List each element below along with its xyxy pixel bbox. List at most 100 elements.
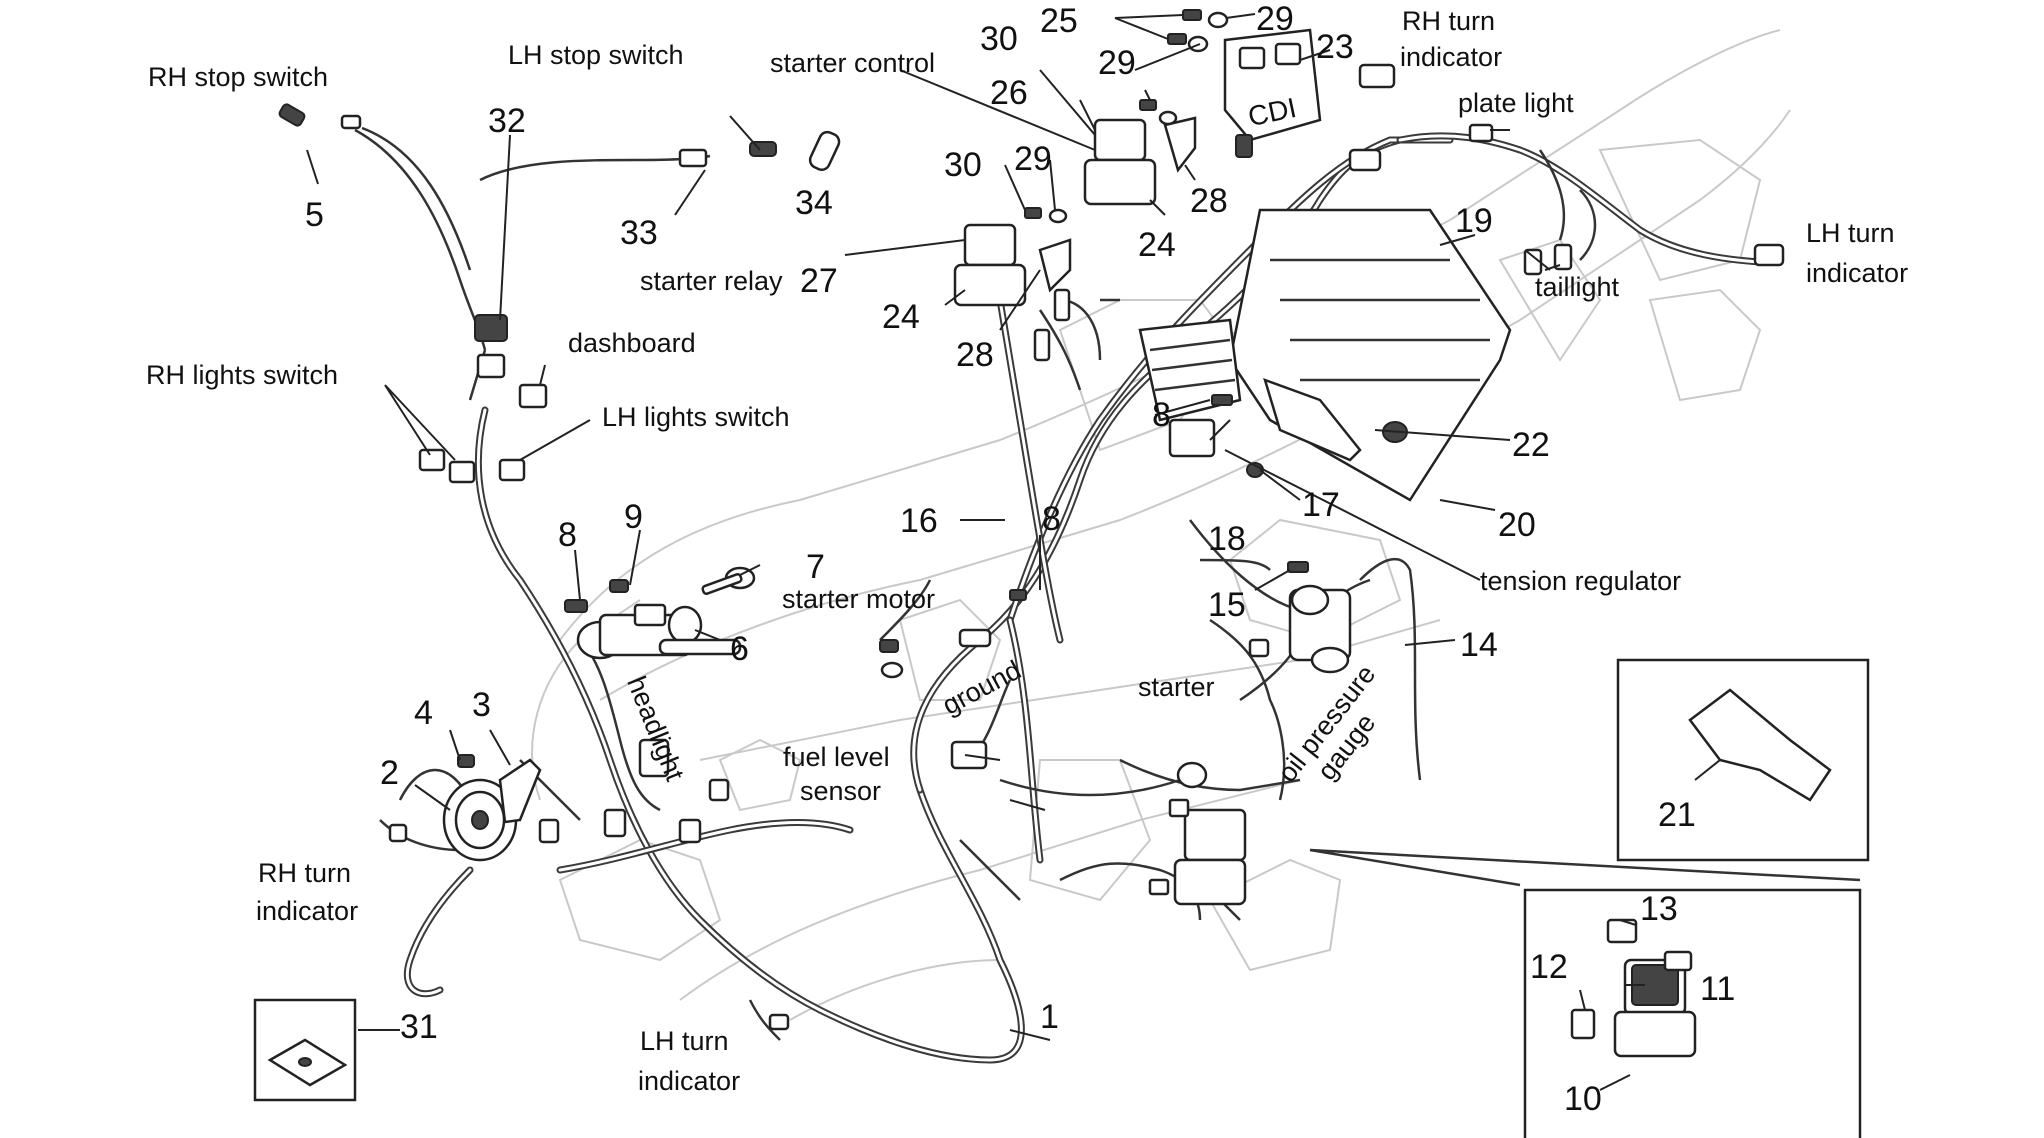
screw-8-right: [1211, 394, 1233, 406]
label-fuel-level-2: sensor: [800, 776, 881, 806]
part-number: 21: [1658, 796, 1696, 834]
label-front-rh-turn-2: indicator: [256, 896, 358, 926]
part-number: 8: [1042, 500, 1061, 538]
screw-30-upper: [1139, 99, 1157, 111]
label-lh-stop-switch: LH stop switch: [508, 40, 684, 70]
connector-lh-lights: [498, 458, 526, 482]
label-headlight: headlight: [621, 672, 690, 785]
frame-outline: [531, 29, 1791, 1021]
horn-screw-part: [457, 754, 475, 768]
fuse-relay-inset-part: [1570, 918, 1697, 1058]
label-plate-light: plate light: [1458, 88, 1574, 118]
screw-15: [1287, 561, 1309, 573]
headlight-plug-c: [708, 778, 730, 802]
part-number: 30: [944, 146, 982, 184]
part-number: 34: [795, 184, 833, 222]
battery-tray-part: [1228, 208, 1512, 502]
screw-9: [609, 579, 629, 593]
part-number: 17: [1302, 486, 1340, 524]
washer-29-top: [1207, 11, 1229, 29]
label-taillight: taillight: [1535, 272, 1620, 302]
lh-stop-switch-part: [678, 141, 777, 168]
label-starter-control: starter control: [770, 48, 935, 78]
relay-bracket-28-lower: [1038, 238, 1072, 293]
part-number: 15: [1208, 586, 1246, 624]
part-number: 2: [380, 754, 399, 792]
relay-bracket-28-upper: [1163, 116, 1197, 173]
fuse-relay-frame-bottom: [1173, 858, 1247, 906]
wiring: [354, 126, 1861, 1102]
main-harness: [403, 132, 1764, 1064]
leader-lines: [306, 13, 1721, 1091]
part-number: 31: [400, 1008, 438, 1046]
screw-25-a: [1182, 9, 1202, 21]
headlight-plug-b: [678, 818, 702, 844]
part-number: 33: [620, 214, 658, 252]
screw-8-ground: [1009, 589, 1027, 601]
part-number: 20: [1498, 506, 1536, 544]
part-number: 19: [1455, 202, 1493, 240]
rh-stop-switch-part: [278, 103, 362, 130]
horn-bracket-part: [498, 758, 542, 824]
ignition-switch-part: [576, 603, 742, 660]
relay-lead-16: [1033, 328, 1051, 362]
connector-rh-lights-b: [448, 460, 476, 484]
rear-lh-indicator-connector: [1753, 243, 1785, 267]
part-number: 7: [806, 548, 825, 586]
label-rear-lh-turn-1: LH turn: [1806, 218, 1895, 248]
parts: CDI: [253, 9, 1870, 1138]
part-number: 30: [980, 20, 1018, 58]
rear-rh-indicator-connector: [1358, 63, 1396, 89]
fuse-relay-frame-top: [1183, 808, 1247, 862]
part-number: 1: [1040, 998, 1059, 1036]
screw-25-b: [1167, 33, 1187, 45]
label-front-rh-turn-1: RH turn: [258, 858, 351, 888]
part-number: 3: [472, 686, 491, 724]
washer-29-mid: [1158, 110, 1178, 126]
part-number: 9: [624, 498, 643, 536]
label-dashboard: dashboard: [568, 328, 696, 358]
washer-29-lower: [1048, 208, 1068, 224]
screw-30-lower: [1024, 207, 1042, 219]
part-number: 10: [1564, 1080, 1602, 1118]
starter-control-part: [1083, 118, 1157, 206]
part-number: 8: [1152, 396, 1171, 434]
part-numbers: 1 2 3 4 5 6 7 8 8 8 9 10 11 12 13 14 15 …: [305, 0, 1735, 1118]
part-number: 6: [730, 630, 749, 668]
key-part: [701, 566, 756, 596]
part-number: 25: [1040, 2, 1078, 40]
plate-light-connector: [1468, 123, 1494, 143]
fuse-frame-a: [1168, 798, 1190, 818]
connector-dashboard-a: [476, 353, 506, 379]
horn-plug: [538, 818, 560, 844]
rh-front-indicator-plug: [388, 823, 408, 843]
starter-motor-washer: [880, 661, 904, 679]
part-number: 32: [488, 102, 526, 140]
part-number: 29: [1014, 140, 1052, 178]
lh-front-indicator-plug: [768, 1013, 790, 1031]
label-starter-relay: starter relay: [640, 266, 783, 296]
connector-rh-lights-a: [418, 448, 446, 472]
label-fuel-level-1: fuel level: [783, 742, 890, 772]
part-number: 16: [900, 502, 938, 540]
taillight-connector: [1553, 243, 1573, 271]
rear-harness-connector: [1348, 148, 1382, 172]
relay-lead-16b: [1053, 288, 1071, 322]
connector-dashboard-b: [518, 383, 548, 409]
part-number: 29: [1098, 44, 1136, 82]
label-rh-lights-switch: RH lights switch: [146, 360, 338, 390]
connector-32: [474, 314, 508, 342]
ignition-coil-part: [1288, 584, 1352, 674]
label-rh-stop-switch: RH stop switch: [148, 62, 328, 92]
part-number: 24: [882, 298, 920, 336]
part-number: 28: [956, 336, 994, 374]
headlight-connector: [638, 738, 670, 778]
starter-plug: [1248, 638, 1270, 658]
part-number: 22: [1512, 426, 1550, 464]
screw-8-left: [564, 599, 588, 613]
label-lh-lights-switch: LH lights switch: [602, 402, 790, 432]
part-number: 13: [1640, 890, 1678, 928]
label-starter: starter: [1138, 672, 1215, 702]
headlight-plug-a: [603, 808, 627, 838]
